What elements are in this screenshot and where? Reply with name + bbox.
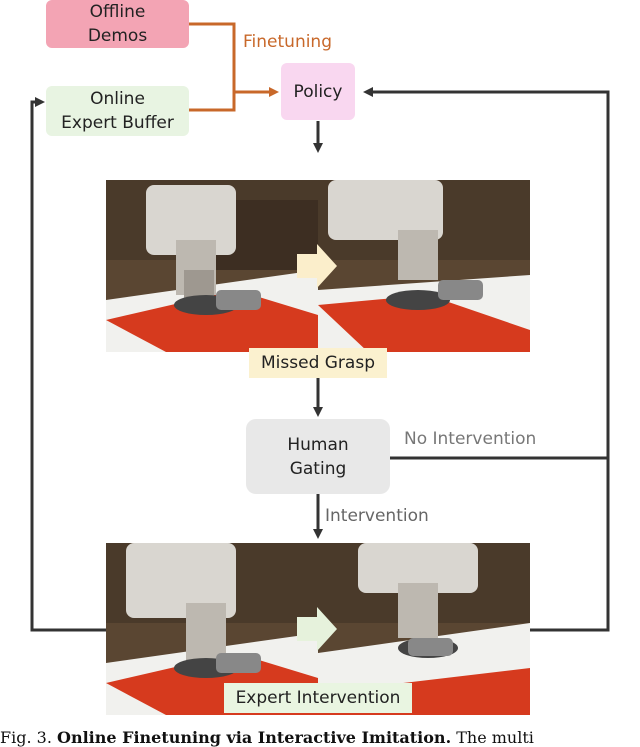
figure-caption-prefix: Fig. 3.	[0, 728, 52, 747]
no-intervention-loop	[363, 87, 610, 460]
rollout-transition-arrow-icon	[297, 244, 337, 288]
finetuning-connector	[189, 22, 279, 112]
intervention-label: Intervention	[325, 506, 429, 526]
policy-node: Policy	[281, 63, 355, 120]
expert-to-policy-loop	[530, 458, 610, 632]
intervention-frame-before	[106, 543, 318, 715]
figure-caption-rest: The multi	[451, 728, 534, 747]
finetuning-label: Finetuning	[243, 32, 333, 52]
offline-demos-node: Offline Demos	[46, 0, 189, 48]
figure-caption: Fig. 3. Online Finetuning via Interactiv…	[0, 728, 640, 747]
missed-grasp-tag: Missed Grasp	[249, 348, 387, 378]
expert-intervention-tag: Expert Intervention	[224, 683, 412, 713]
human-gating-node: Human Gating	[246, 419, 390, 494]
rollout-frame-after	[318, 180, 530, 352]
rollout-frame-before	[106, 180, 318, 352]
expert-to-buffer-loop	[30, 97, 106, 632]
online-expert-buffer-node: Online Expert Buffer	[46, 86, 189, 136]
intervention-transition-arrow-icon	[297, 607, 337, 651]
no-intervention-label: No Intervention	[404, 429, 537, 449]
intervention-frame-after	[318, 543, 530, 715]
figure-caption-title: Online Finetuning via Interactive Imitat…	[57, 728, 452, 747]
